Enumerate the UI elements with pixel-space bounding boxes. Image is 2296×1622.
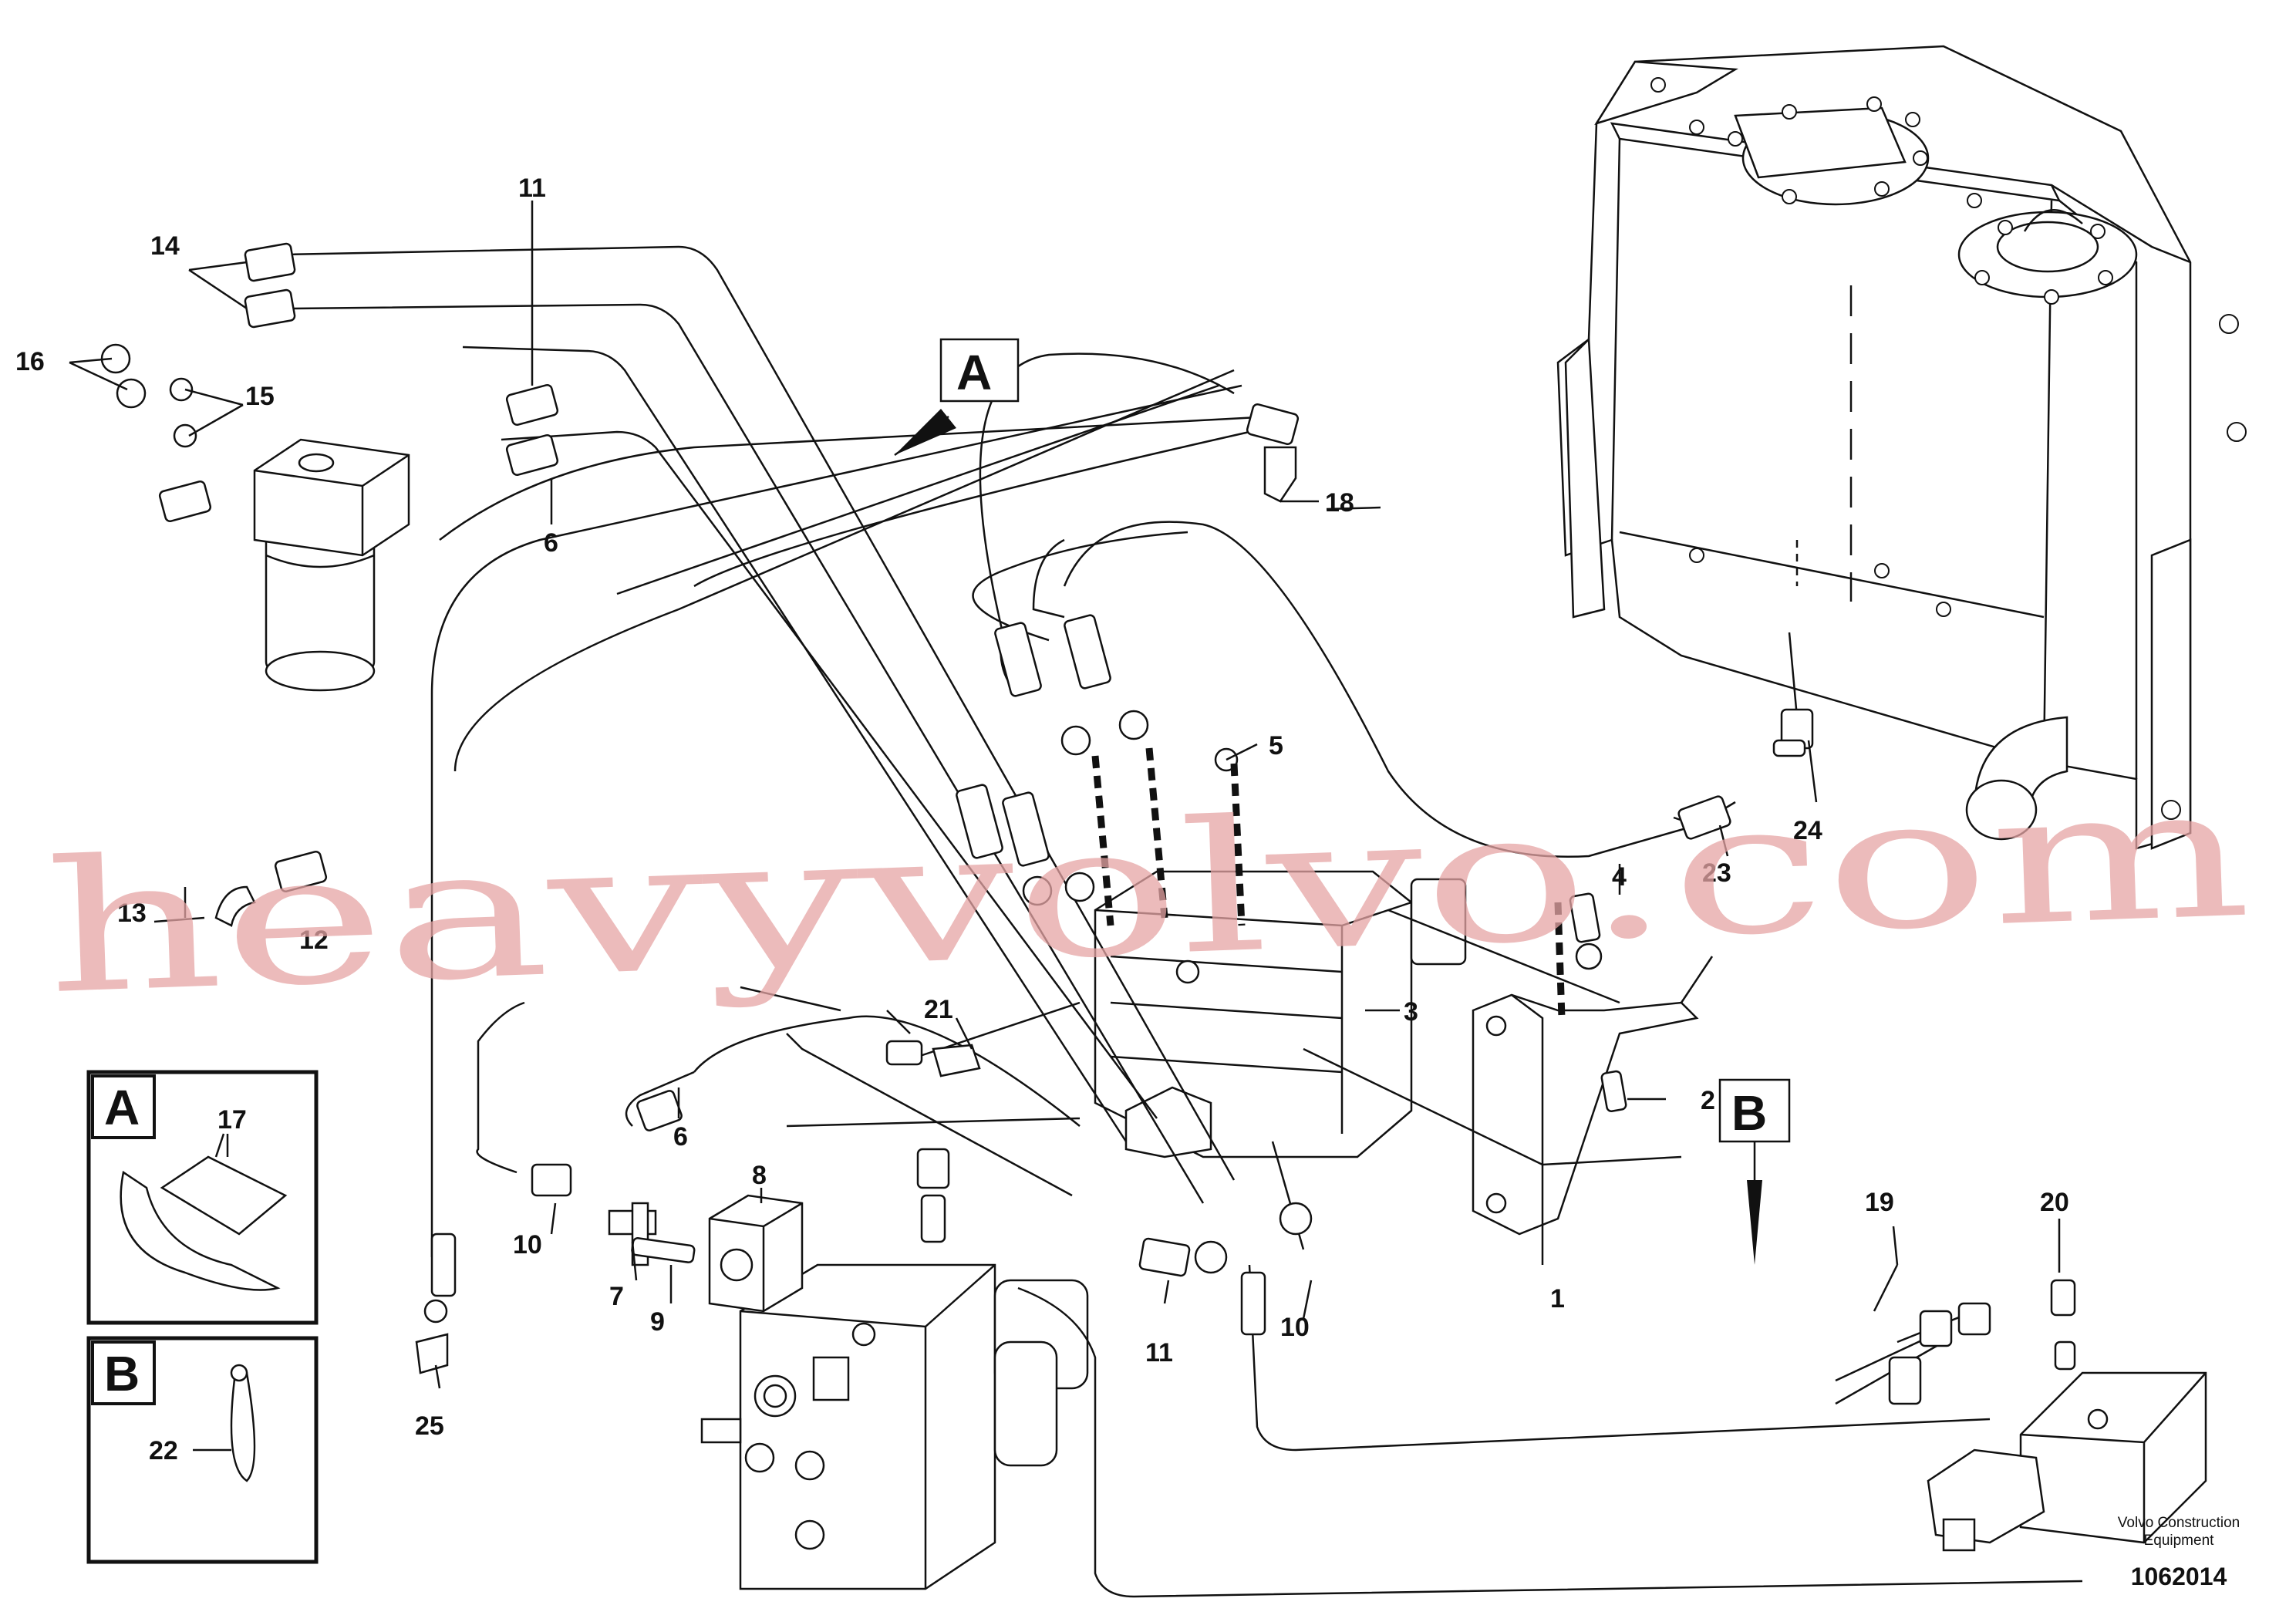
detail-box-b-label: B <box>104 1346 140 1401</box>
watermark-text: heavyvolvo.com <box>42 747 2254 1035</box>
ls-valve <box>1927 1371 2207 1552</box>
label-15: 15 <box>245 382 275 411</box>
label-20: 20 <box>2040 1188 2069 1217</box>
label-11-lower: 11 <box>1145 1338 1173 1367</box>
part-labels: 1 2 3 4 5 6 6 7 8 9 10 10 11 11 12 13 14… <box>15 174 2069 1465</box>
tank-bolts <box>1650 77 2247 820</box>
label-5: 5 <box>1269 731 1283 760</box>
label-13: 13 <box>117 899 147 928</box>
detail-box-a: A <box>86 1070 319 1325</box>
fittings <box>100 242 2076 1405</box>
leader-lines <box>69 201 2061 1452</box>
label-22: 22 <box>149 1436 178 1465</box>
return-filter <box>253 438 410 692</box>
assembly-dash-lines <box>1091 747 1566 1019</box>
label-12: 12 <box>299 926 329 955</box>
label-9: 9 <box>650 1307 665 1337</box>
view-marker-b-label: B <box>1731 1085 1767 1141</box>
drawing-number: 1062014 <box>2131 1563 2227 1590</box>
label-18: 18 <box>1325 488 1354 518</box>
priority-valve-block <box>700 1263 1089 1590</box>
view-marker-a-label: A <box>956 345 992 400</box>
detail-box-a-label: A <box>104 1080 140 1135</box>
label-16: 16 <box>15 347 45 376</box>
label-3: 3 <box>1404 997 1418 1027</box>
label-14: 14 <box>150 231 180 261</box>
label-1: 1 <box>1550 1284 1565 1313</box>
hydraulic-tank <box>1556 45 2247 850</box>
view-marker-b: B <box>1718 1078 1791 1265</box>
label-10-right: 10 <box>1280 1313 1310 1342</box>
label-2: 2 <box>1701 1086 1715 1115</box>
adapter-block <box>708 1194 804 1313</box>
label-7: 7 <box>609 1282 624 1311</box>
view-marker-a: A <box>894 338 1020 457</box>
label-21: 21 <box>924 995 953 1024</box>
caption-company: Volvo Construction <box>2118 1515 2240 1531</box>
hose-routing <box>285 245 2083 1598</box>
main-control-valve <box>1094 870 1467 1158</box>
valve-bracket <box>1472 956 1714 1236</box>
label-6-lower: 6 <box>673 1122 688 1152</box>
label-6-upper: 6 <box>544 528 558 558</box>
label-19: 19 <box>1865 1188 1894 1217</box>
label-4: 4 <box>1612 862 1627 892</box>
label-23: 23 <box>1702 858 1731 888</box>
label-8: 8 <box>752 1161 767 1190</box>
caption: Volvo Construction Equipment 1062014 <box>2118 1515 2240 1590</box>
caption-equipment: Equipment <box>2144 1533 2215 1549</box>
label-24: 24 <box>1793 816 1822 845</box>
label-25: 25 <box>415 1411 444 1441</box>
label-10-left: 10 <box>513 1230 542 1259</box>
label-17: 17 <box>217 1105 247 1135</box>
label-11-upper: 11 <box>518 174 546 203</box>
